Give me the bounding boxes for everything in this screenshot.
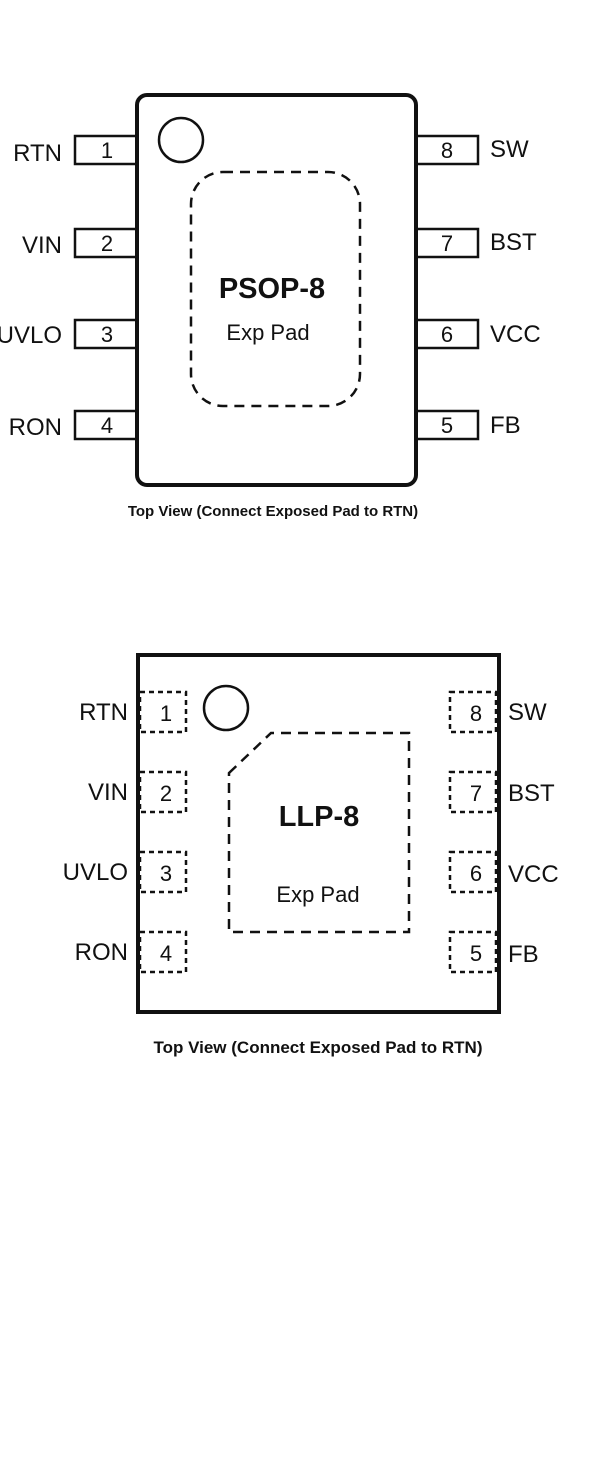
llp8-pin-2-number: 2 [160,781,172,806]
psop8-pin-3-number: 3 [101,322,113,347]
psop8-exposed-pad [189,170,362,408]
llp8-pin-8-number: 8 [470,701,482,726]
llp8-pin-6-pad [448,850,498,894]
llp8-pin-3-pad [138,850,188,894]
psop8-pin-7-number: 7 [441,231,453,256]
llp8-pad-label: Exp Pad [276,882,359,907]
llp8-pin-8-name: SW [508,699,547,726]
psop8-pin-1-number: 1 [101,138,113,163]
llp8-package-body [136,653,501,1014]
llp8-pin-7-number: 7 [470,781,482,806]
psop8-pin-8-number: 8 [441,138,453,163]
llp8-pin-4-name: RON [75,939,128,966]
psop8-pin-6-number: 6 [441,322,453,347]
psop8-pin-6-lead [414,318,480,350]
llp8-diagram: LLP-8 Exp Pad 1 RTN 2 VIN 3 UVLO 4 RON 8… [63,653,559,1057]
llp8-pin-2-name: VIN [88,779,128,806]
llp8-pin-4-number: 4 [160,941,172,966]
llp8-pin-6-number: 6 [470,861,482,886]
psop8-package-body [135,93,418,487]
psop8-pin-2-name: VIN [22,232,62,259]
llp8-pin-5-name: FB [508,941,539,968]
psop8-pin-8-lead [414,134,480,166]
psop8-pin-8-name: SW [490,136,529,163]
llp8-pin-6-name: VCC [508,861,559,888]
psop8-pin-5-lead [414,409,480,441]
llp8-pin-5-pad [448,930,498,974]
llp8-pin-3-name: UVLO [63,859,128,886]
llp8-pin-1-name: RTN [79,699,128,726]
llp8-package-name: LLP-8 [279,801,360,833]
psop8-pin-4-number: 4 [101,413,113,438]
llp8-pin-8-pad [448,690,498,734]
llp8-pin-5-number: 5 [470,941,482,966]
llp8-pin-1-pad [138,690,188,734]
psop8-pin-5-number: 5 [441,413,453,438]
psop8-pin-4-name: RON [9,414,62,441]
llp8-pin1-marker [202,684,250,732]
llp8-pin-1-number: 1 [160,701,172,726]
llp8-pin-7-pad [448,770,498,814]
psop8-pin-2-lead [73,227,139,259]
psop8-pad-label: Exp Pad [226,320,309,345]
psop8-pin-3-lead [73,318,139,350]
psop8-pin-4-lead [73,409,139,441]
psop8-package-name: PSOP-8 [219,273,325,305]
psop8-pin-7-lead [414,227,480,259]
psop8-pin-3-name: UVLO [0,322,62,349]
psop8-pin-5-name: FB [490,412,521,439]
psop8-pin-2-number: 2 [101,231,113,256]
llp8-exposed-pad [227,731,411,934]
psop8-pin-6-name: VCC [490,321,541,348]
llp8-pin-7-name: BST [508,780,555,807]
psop8-caption: Top View (Connect Exposed Pad to RTN) [128,503,418,520]
llp8-caption: Top View (Connect Exposed Pad to RTN) [153,1038,482,1057]
llp8-pin-3-number: 3 [160,861,172,886]
psop8-pin-7-name: BST [490,229,537,256]
psop8-pin-1-name: RTN [13,140,62,167]
llp8-pin-2-pad [138,770,188,814]
psop8-pin-1-lead [73,134,139,166]
psop8-diagram: PSOP-8 Exp Pad 1 RTN 2 VIN 3 UVLO 4 RON … [0,93,541,520]
llp8-pin-4-pad [138,930,188,974]
psop8-pin1-marker [157,116,205,164]
